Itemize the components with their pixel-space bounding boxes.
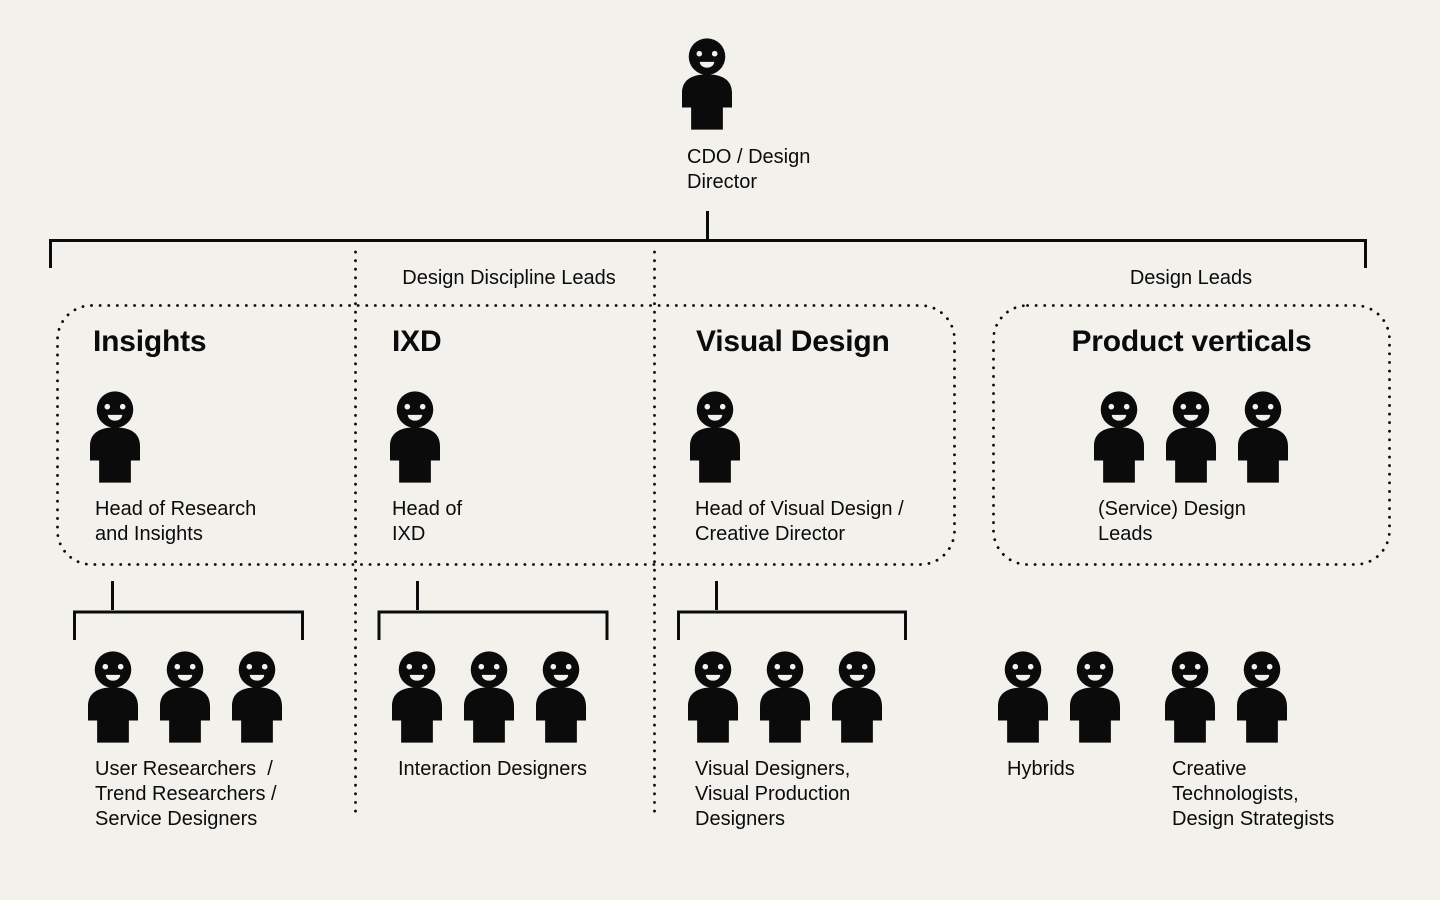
person-icon bbox=[232, 651, 282, 743]
product-verticals-box bbox=[992, 304, 1391, 566]
insights-lead-person bbox=[90, 391, 140, 483]
ixd-lead-label: Head of IXD bbox=[392, 498, 463, 545]
heading-visual-design: Visual Design bbox=[696, 325, 890, 358]
person-icon bbox=[90, 391, 140, 483]
insights-team-bracket bbox=[73, 581, 304, 640]
creative-technologists-people bbox=[1165, 651, 1287, 743]
person-icon bbox=[536, 651, 586, 743]
person-icon bbox=[392, 651, 442, 743]
visual-design-lead-label: Head of Visual Design / Creative Directo… bbox=[695, 498, 904, 545]
heading-ixd: IXD bbox=[392, 325, 442, 358]
creative-technologists-label: Creative Technologists, Design Strategis… bbox=[1172, 758, 1335, 830]
visual-design-team-people bbox=[688, 651, 882, 743]
person-icon bbox=[690, 391, 740, 483]
visual-design-team-label: Visual Designers, Visual Production Desi… bbox=[695, 758, 851, 830]
ixd-team-label: Interaction Designers bbox=[398, 758, 587, 780]
person-icon bbox=[1238, 391, 1288, 483]
hybrids-people bbox=[998, 651, 1120, 743]
hybrids-label: Hybrids bbox=[1007, 758, 1075, 780]
ixd-lead-person bbox=[390, 391, 440, 483]
product-verticals-leads-people bbox=[1094, 391, 1288, 483]
ixd-team-people bbox=[392, 651, 586, 743]
root-person bbox=[682, 38, 732, 130]
person-icon bbox=[390, 391, 440, 483]
person-icon bbox=[832, 651, 882, 743]
person-icon bbox=[688, 651, 738, 743]
person-icon bbox=[464, 651, 514, 743]
root-label: CDO / Design Director bbox=[687, 146, 811, 193]
ixd-team-bracket bbox=[377, 581, 609, 640]
person-icon bbox=[1166, 391, 1216, 483]
product-verticals-leads-label: (Service) Design Leads bbox=[1098, 498, 1246, 545]
root-span-line bbox=[49, 239, 1367, 268]
band-label-design-discipline-leads: Design Discipline Leads bbox=[402, 267, 616, 289]
visual-design-lead-person bbox=[690, 391, 740, 483]
person-icon bbox=[998, 651, 1048, 743]
person-icon bbox=[1070, 651, 1120, 743]
person-icon bbox=[160, 651, 210, 743]
insights-team-label: User Researchers / Trend Researchers / S… bbox=[95, 758, 277, 830]
insights-team-people bbox=[88, 651, 282, 743]
person-icon bbox=[1237, 651, 1287, 743]
person-icon bbox=[1094, 391, 1144, 483]
person-icon bbox=[88, 651, 138, 743]
heading-insights: Insights bbox=[93, 325, 207, 358]
person-icon bbox=[760, 651, 810, 743]
visual-design-team-bracket bbox=[677, 581, 907, 640]
heading-product-verticals: Product verticals bbox=[1071, 325, 1312, 358]
insights-lead-label: Head of Research and Insights bbox=[95, 498, 257, 545]
person-icon bbox=[682, 38, 732, 130]
band-label-design-leads: Design Leads bbox=[1129, 267, 1253, 289]
person-icon bbox=[1165, 651, 1215, 743]
